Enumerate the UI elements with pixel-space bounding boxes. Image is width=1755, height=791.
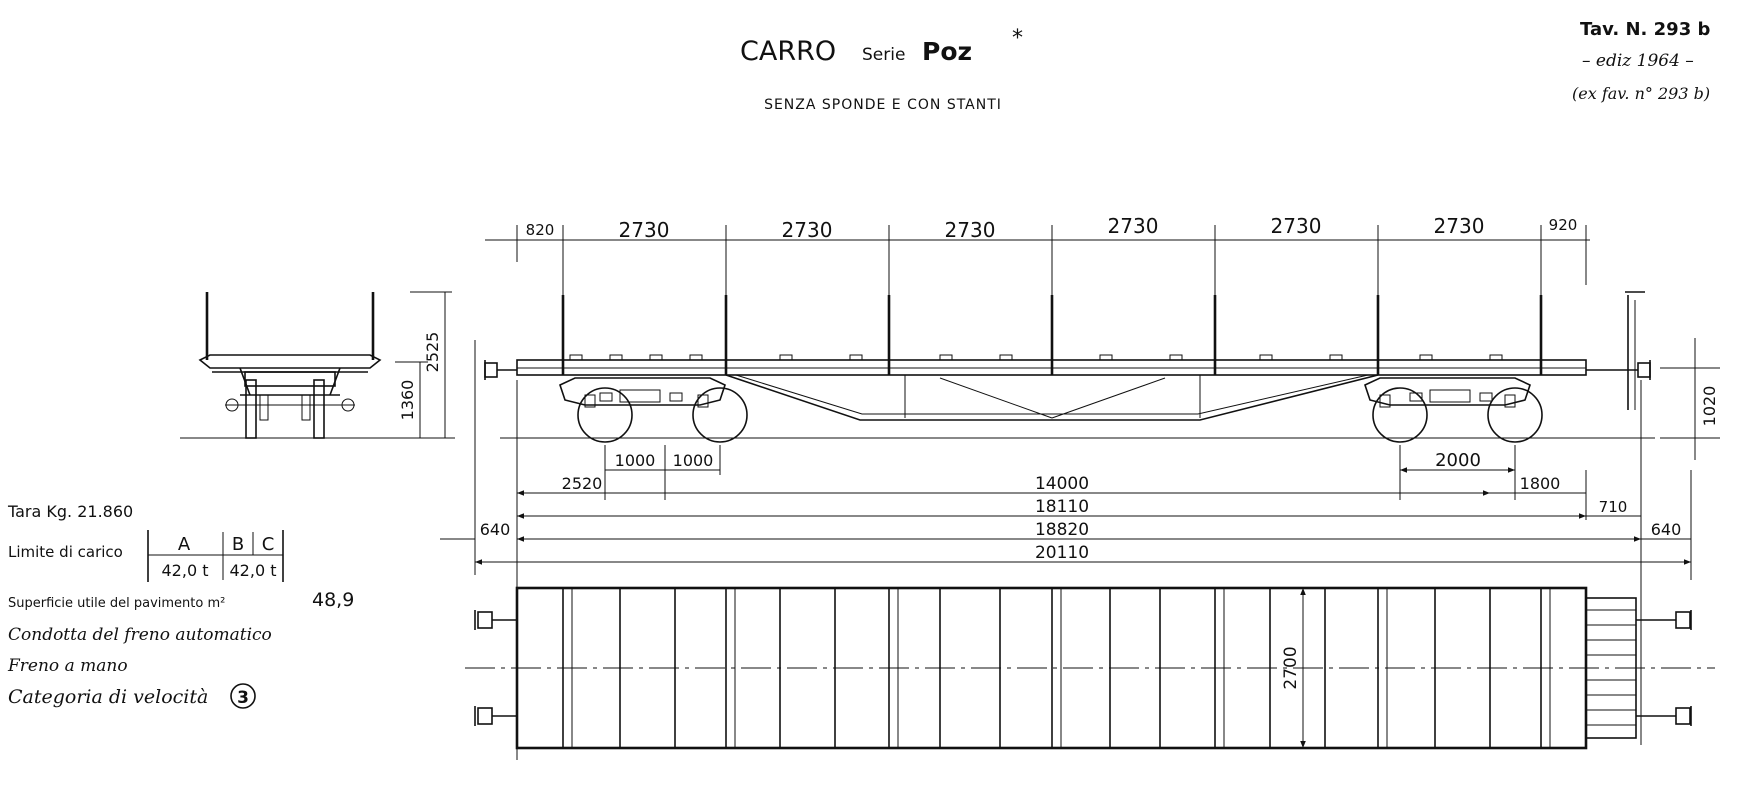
dim-buffer-left: 640 bbox=[480, 520, 511, 539]
tare: Tara Kg. 21.860 bbox=[7, 502, 133, 521]
dim-top-2: 2730 bbox=[782, 218, 833, 242]
speed-category-circle bbox=[230, 683, 256, 709]
specifications: Tara Kg. 21.860 Limite di carico A B C 4… bbox=[7, 502, 354, 709]
speed-category-value: 3 bbox=[237, 688, 249, 708]
stakes bbox=[561, 295, 1543, 375]
edition: – ediz 1964 – bbox=[1582, 51, 1694, 71]
load-header-c: C bbox=[262, 534, 275, 555]
dim-right-end: 710 bbox=[1599, 498, 1628, 516]
dim-over-headstocks: 18820 bbox=[1035, 520, 1089, 540]
load-header-a: A bbox=[178, 534, 191, 555]
subtitle: SENZA SPONDE E CON STANTI bbox=[764, 97, 1002, 113]
dim-bogie-centers: 14000 bbox=[1035, 474, 1089, 494]
dim-top-3: 2730 bbox=[945, 218, 996, 242]
table-number: Tav. N. 293 b bbox=[1580, 19, 1710, 40]
end-view: 2525 1360 bbox=[180, 291, 455, 439]
title-block: CARRO Serie Poz * SENZA SPONDE E CON STA… bbox=[740, 26, 1023, 113]
dim-bogie-wheelbase: 2000 bbox=[1435, 450, 1481, 471]
title-carro: CARRO bbox=[740, 36, 836, 67]
title-serie-code: Poz bbox=[922, 37, 972, 66]
dim-over-buffers: 20110 bbox=[1035, 543, 1089, 563]
dim-side-floor: 1360 bbox=[398, 380, 417, 421]
former-table: (ex fav. n° 293 b) bbox=[1572, 84, 1710, 103]
plan-buffers bbox=[474, 610, 1692, 726]
floor-area-label: Superficie utile del pavimento m² bbox=[8, 596, 225, 611]
load-header-b: B bbox=[232, 534, 244, 555]
load-limit-label: Limite di carico bbox=[8, 543, 123, 561]
top-dim-ticks bbox=[516, 225, 1587, 295]
buffers-side bbox=[484, 360, 1651, 380]
length-dimensions: 1000 1000 2000 2520 14000 1800 18110 710… bbox=[440, 340, 1692, 760]
hand-brake: Freno a mano bbox=[7, 656, 128, 676]
load-table: A B C 42,0 t 42,0 t bbox=[147, 530, 284, 582]
dim-top-7: 920 bbox=[1549, 216, 1578, 234]
reference-block: Tav. N. 293 b – ediz 1964 – (ex fav. n° … bbox=[1572, 19, 1710, 103]
dim-right-overhang: 1800 bbox=[1520, 474, 1561, 493]
dim-top-4: 2730 bbox=[1108, 214, 1159, 238]
title-serie-word: Serie bbox=[862, 45, 905, 65]
floor-area-value: 48,9 bbox=[312, 589, 354, 611]
dim-top-0: 820 bbox=[526, 221, 555, 239]
load-value-bc: 42,0 t bbox=[230, 561, 277, 580]
right-bogie bbox=[1364, 377, 1543, 443]
speed-category-label: Categoria di velocità bbox=[8, 686, 208, 708]
dim-side-total: 2525 bbox=[423, 332, 442, 373]
dim-top-5: 2730 bbox=[1271, 214, 1322, 238]
plan-view: 2700 bbox=[465, 586, 1715, 750]
dim-bogie-half-right: 1000 bbox=[673, 451, 714, 470]
dim-top-1: 2730 bbox=[619, 218, 670, 242]
dim-left-overhang: 2520 bbox=[562, 474, 603, 493]
load-value-a: 42,0 t bbox=[162, 561, 209, 580]
dim-buffer-right: 640 bbox=[1651, 520, 1682, 539]
left-bogie bbox=[559, 377, 748, 443]
dim-plan-width: 2700 bbox=[1281, 646, 1301, 689]
dim-top-6: 2730 bbox=[1434, 214, 1485, 238]
dim-frame-length: 18110 bbox=[1035, 497, 1089, 517]
side-elevation: 820 2730 2730 2730 2730 2730 2730 920 bbox=[484, 214, 1720, 460]
plan-boards bbox=[562, 588, 1542, 748]
dim-right-height: 1020 bbox=[1700, 386, 1719, 427]
dim-bogie-half-left: 1000 bbox=[615, 451, 656, 470]
brake-automatic: Condotta del freno automatico bbox=[8, 625, 272, 645]
title-asterisk: * bbox=[1012, 26, 1023, 51]
